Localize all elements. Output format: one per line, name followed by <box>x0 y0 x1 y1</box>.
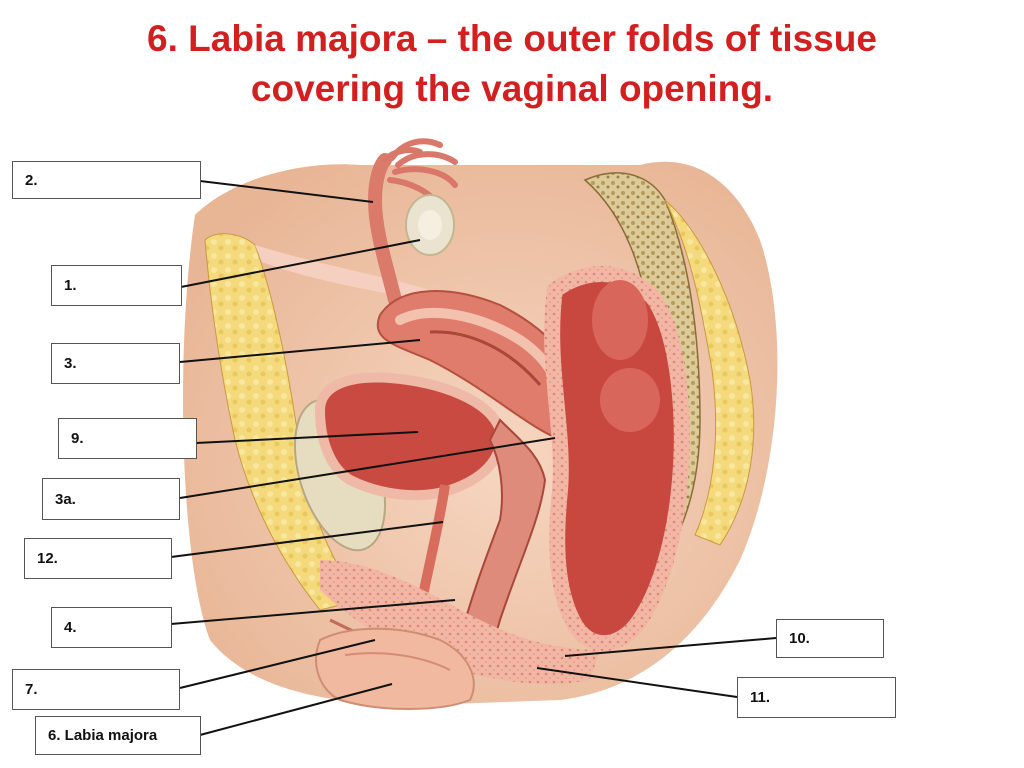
label-box-7[interactable]: 7. <box>12 669 180 710</box>
label-box-2[interactable]: 2. <box>12 161 201 199</box>
label-box-9[interactable]: 9. <box>58 418 197 459</box>
slide-title: 6. Labia majora – the outer folds of tis… <box>0 14 1024 114</box>
labia <box>315 627 475 710</box>
leader-line-2 <box>199 180 374 203</box>
title-line-1: 6. Labia majora – the outer folds of tis… <box>147 18 877 59</box>
leader-line-6 <box>199 683 393 736</box>
leader-line-10 <box>564 637 777 657</box>
fallopian-tube <box>367 138 458 307</box>
leader-line-9 <box>195 431 419 444</box>
leader-line-3 <box>179 339 421 363</box>
leader-line-3a <box>179 437 556 499</box>
leader-line-1 <box>180 239 421 288</box>
bladder <box>314 372 506 611</box>
leader-line-4 <box>170 599 456 625</box>
label-box-11[interactable]: 11. <box>737 677 896 718</box>
label-box-3a[interactable]: 3a. <box>42 478 180 520</box>
label-box-12[interactable]: 12. <box>24 538 172 579</box>
title-line-2: covering the vaginal opening. <box>250 68 774 109</box>
leader-line-7 <box>179 639 376 689</box>
leader-line-11 <box>536 667 738 698</box>
label-box-6[interactable]: 6. Labia majora <box>35 716 201 755</box>
leader-lines <box>170 180 777 736</box>
label-box-3[interactable]: 3. <box>51 343 180 384</box>
label-box-10[interactable]: 10. <box>776 619 884 658</box>
ovary <box>405 194 455 256</box>
leader-line-12 <box>170 521 444 558</box>
label-box-1[interactable]: 1. <box>51 265 182 306</box>
label-box-4[interactable]: 4. <box>51 607 172 648</box>
rectum <box>544 266 690 652</box>
